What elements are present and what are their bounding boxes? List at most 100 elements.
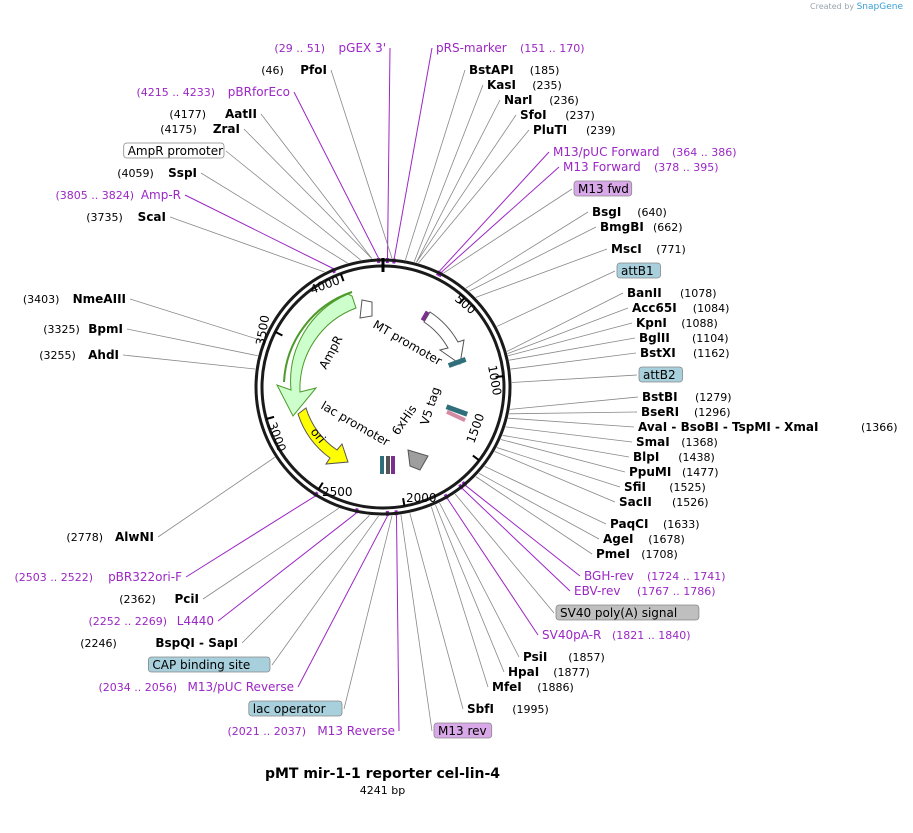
site-label-psii[interactable]: PsiI(1857)	[523, 650, 605, 664]
enzyme-name: PaqCI	[610, 517, 648, 531]
site-label-aatii[interactable]: AatII(4177)	[169, 107, 257, 121]
primer-name: pGEX 3'	[339, 41, 386, 55]
site-label-paqci[interactable]: PaqCI(1633)	[610, 517, 700, 531]
ori-feature-arrow[interactable]	[297, 407, 349, 465]
site-label-smai[interactable]: SmaI(1368)	[636, 435, 718, 449]
site-label-sv40-poly-a-signal[interactable]: SV40 poly(A) signal	[555, 604, 700, 621]
site-label-bstbi[interactable]: BstBI(1279)	[642, 390, 732, 404]
site-label-ampr-promoter[interactable]: AmpR promoter	[123, 142, 225, 159]
sv40-polya-feature[interactable]	[407, 449, 429, 471]
site-label-attb2[interactable]: attB2	[638, 366, 683, 383]
site-label-hpai[interactable]: HpaI(1877)	[508, 665, 590, 679]
site-label-nari[interactable]: NarI(236)	[504, 93, 579, 107]
his-tag-feature[interactable]	[446, 409, 466, 423]
primer-name: SV40pA-R	[542, 628, 601, 642]
site-position: (2778)	[66, 531, 103, 544]
site-label-pfoi[interactable]: PfoI(46)	[261, 63, 327, 77]
site-label-avai[interactable]: AvaI - BsoBI - TspMI - XmaI(1366)	[638, 420, 898, 434]
site-label-sfoi[interactable]: SfoI(237)	[520, 108, 595, 122]
ampr-feature-arrow[interactable]	[275, 293, 357, 417]
site-position: (3805 .. 3824)	[55, 189, 134, 202]
site-label-bstapi[interactable]: BstAPI(185)	[469, 63, 559, 77]
site-label-bseri[interactable]: BseRI(1296)	[641, 405, 731, 419]
site-label-sfii[interactable]: SfiI(1525)	[624, 480, 706, 494]
site-label-pbrforeco[interactable]: pBRforEco(4215 .. 4233)	[136, 85, 290, 99]
site-label-bglii[interactable]: BglII(1104)	[639, 331, 729, 345]
ampr-label: AmpR	[316, 333, 345, 371]
site-label-attb1[interactable]: attB1	[616, 262, 661, 279]
enzyme-name: ZraI	[213, 122, 240, 136]
site-label-alwni[interactable]: AlwNI(2778)	[66, 530, 154, 544]
site-label-bmgbi[interactable]: BmgBI(662)	[600, 220, 683, 234]
feature-box-text: attB1	[621, 264, 654, 278]
site-label-ebv-rev[interactable]: EBV-rev(1767 .. 1786)	[574, 584, 716, 598]
site-label-msci[interactable]: MscI(771)	[611, 242, 686, 256]
site-label-m13-rev[interactable]: M13 rev	[433, 722, 493, 739]
site-position: (237)	[565, 109, 595, 122]
tick-label: 2000	[406, 491, 437, 505]
lac-operator-feature[interactable]	[380, 456, 384, 474]
site-label-amp-r[interactable]: Amp-R(3805 .. 3824)	[55, 188, 181, 202]
site-label-m13-forward[interactable]: M13 Forward(378 .. 395)	[563, 160, 719, 174]
leader-line	[465, 485, 581, 577]
site-label-m13-puc-reverse[interactable]: M13/pUC Reverse(2034 .. 2056)	[98, 680, 294, 694]
site-label-pmei[interactable]: PmeI(1708)	[596, 547, 678, 561]
enzyme-name: BmgBI	[600, 220, 644, 234]
site-label-pgex-3-[interactable]: pGEX 3'(29 .. 51)	[274, 41, 386, 55]
primer-name: BGH-rev	[584, 569, 634, 583]
site-label-prs-marker[interactable]: pRS-marker(151 .. 170)	[436, 41, 585, 55]
leader-line	[506, 292, 624, 352]
leader-line	[505, 426, 633, 443]
cap-site-feature[interactable]	[386, 456, 390, 474]
site-label-l4440[interactable]: L4440(2252 .. 2269)	[88, 614, 214, 628]
site-label-pbr322ori-f[interactable]: pBR322ori-F(2503 .. 2522)	[14, 570, 182, 584]
site-label-bgh-rev[interactable]: BGH-rev(1724 .. 1741)	[584, 569, 726, 583]
site-position: (1821 .. 1840)	[612, 629, 691, 642]
site-label-nmeaiii[interactable]: NmeAIII(3403)	[23, 292, 126, 306]
site-label-bpmi[interactable]: BpmI(3325)	[43, 322, 123, 336]
site-label-blpi[interactable]: BlpI(1438)	[633, 450, 715, 464]
site-label-pcii[interactable]: PciI(2362)	[119, 592, 199, 606]
site-label-banii[interactable]: BanII(1078)	[627, 286, 717, 300]
site-label-sv40pa-r[interactable]: SV40pA-R (1821 .. 1840)	[542, 628, 691, 642]
v5-tag-feature[interactable]	[445, 404, 469, 417]
site-label-bstxi[interactable]: BstXI(1162)	[640, 346, 730, 360]
site-label-m13-fwd[interactable]: M13 fwd	[573, 180, 633, 197]
site-label-zrai[interactable]: ZraI(4175)	[160, 122, 240, 136]
leader-line	[435, 504, 505, 673]
primer-name: M13/pUC Reverse	[188, 680, 295, 694]
enzyme-name: AvaI - BsoBI - TspMI - XmaI	[638, 420, 818, 434]
site-label-lac-operator[interactable]: lac operator	[248, 700, 343, 717]
enzyme-name: PfoI	[300, 63, 327, 77]
enzyme-name: ScaI	[138, 210, 166, 224]
leader-line	[185, 495, 315, 578]
site-label-scai[interactable]: ScaI(3735)	[86, 210, 166, 224]
site-label-mfei[interactable]: MfeI(1886)	[492, 680, 574, 694]
leader-line	[217, 512, 357, 622]
site-label-ppumi[interactable]: PpuMI(1477)	[629, 465, 719, 479]
site-label-cap-binding-site[interactable]: CAP binding site	[147, 656, 271, 673]
ampr-promoter-arrow[interactable]	[359, 299, 373, 319]
site-label-acc65i[interactable]: Acc65I(1084)	[632, 301, 729, 315]
site-position: (364 .. 386)	[672, 146, 737, 159]
ampr-outer-green-line	[283, 291, 353, 383]
enzyme-name: BstXI	[640, 346, 676, 360]
leader-line	[395, 515, 400, 732]
leader-line	[241, 515, 370, 644]
site-label-ahdi[interactable]: AhdI(3255)	[39, 348, 119, 362]
site-label-m13-puc-forward[interactable]: M13/pUC Forward(364 .. 386)	[553, 145, 737, 159]
site-label-sbfi[interactable]: SbfI(1995)	[467, 702, 549, 716]
site-label-m13-reverse[interactable]: M13 Reverse(2021 .. 2037)	[227, 724, 395, 738]
site-label-sacii[interactable]: SacII(1526)	[619, 495, 709, 509]
site-labels: pRS-marker(151 .. 170) BstAPI(185)KasI(23…	[14, 41, 898, 739]
site-label-sspi[interactable]: SspI(4059)	[117, 166, 197, 180]
leader-line	[510, 352, 637, 370]
site-label-bsgi[interactable]: BsgI(640)	[592, 205, 667, 219]
site-label-agei[interactable]: AgeI(1678)	[603, 532, 685, 546]
site-label-kasi[interactable]: KasI(235)	[487, 78, 562, 92]
site-label-pluti[interactable]: PluTI(239)	[533, 123, 616, 137]
m13-rev-feature[interactable]	[391, 456, 395, 474]
leader-line	[508, 417, 635, 428]
site-label-bspqi[interactable]: BspQI - SapI(2246)	[80, 636, 238, 650]
site-label-kpni[interactable]: KpnI(1088)	[636, 316, 718, 330]
